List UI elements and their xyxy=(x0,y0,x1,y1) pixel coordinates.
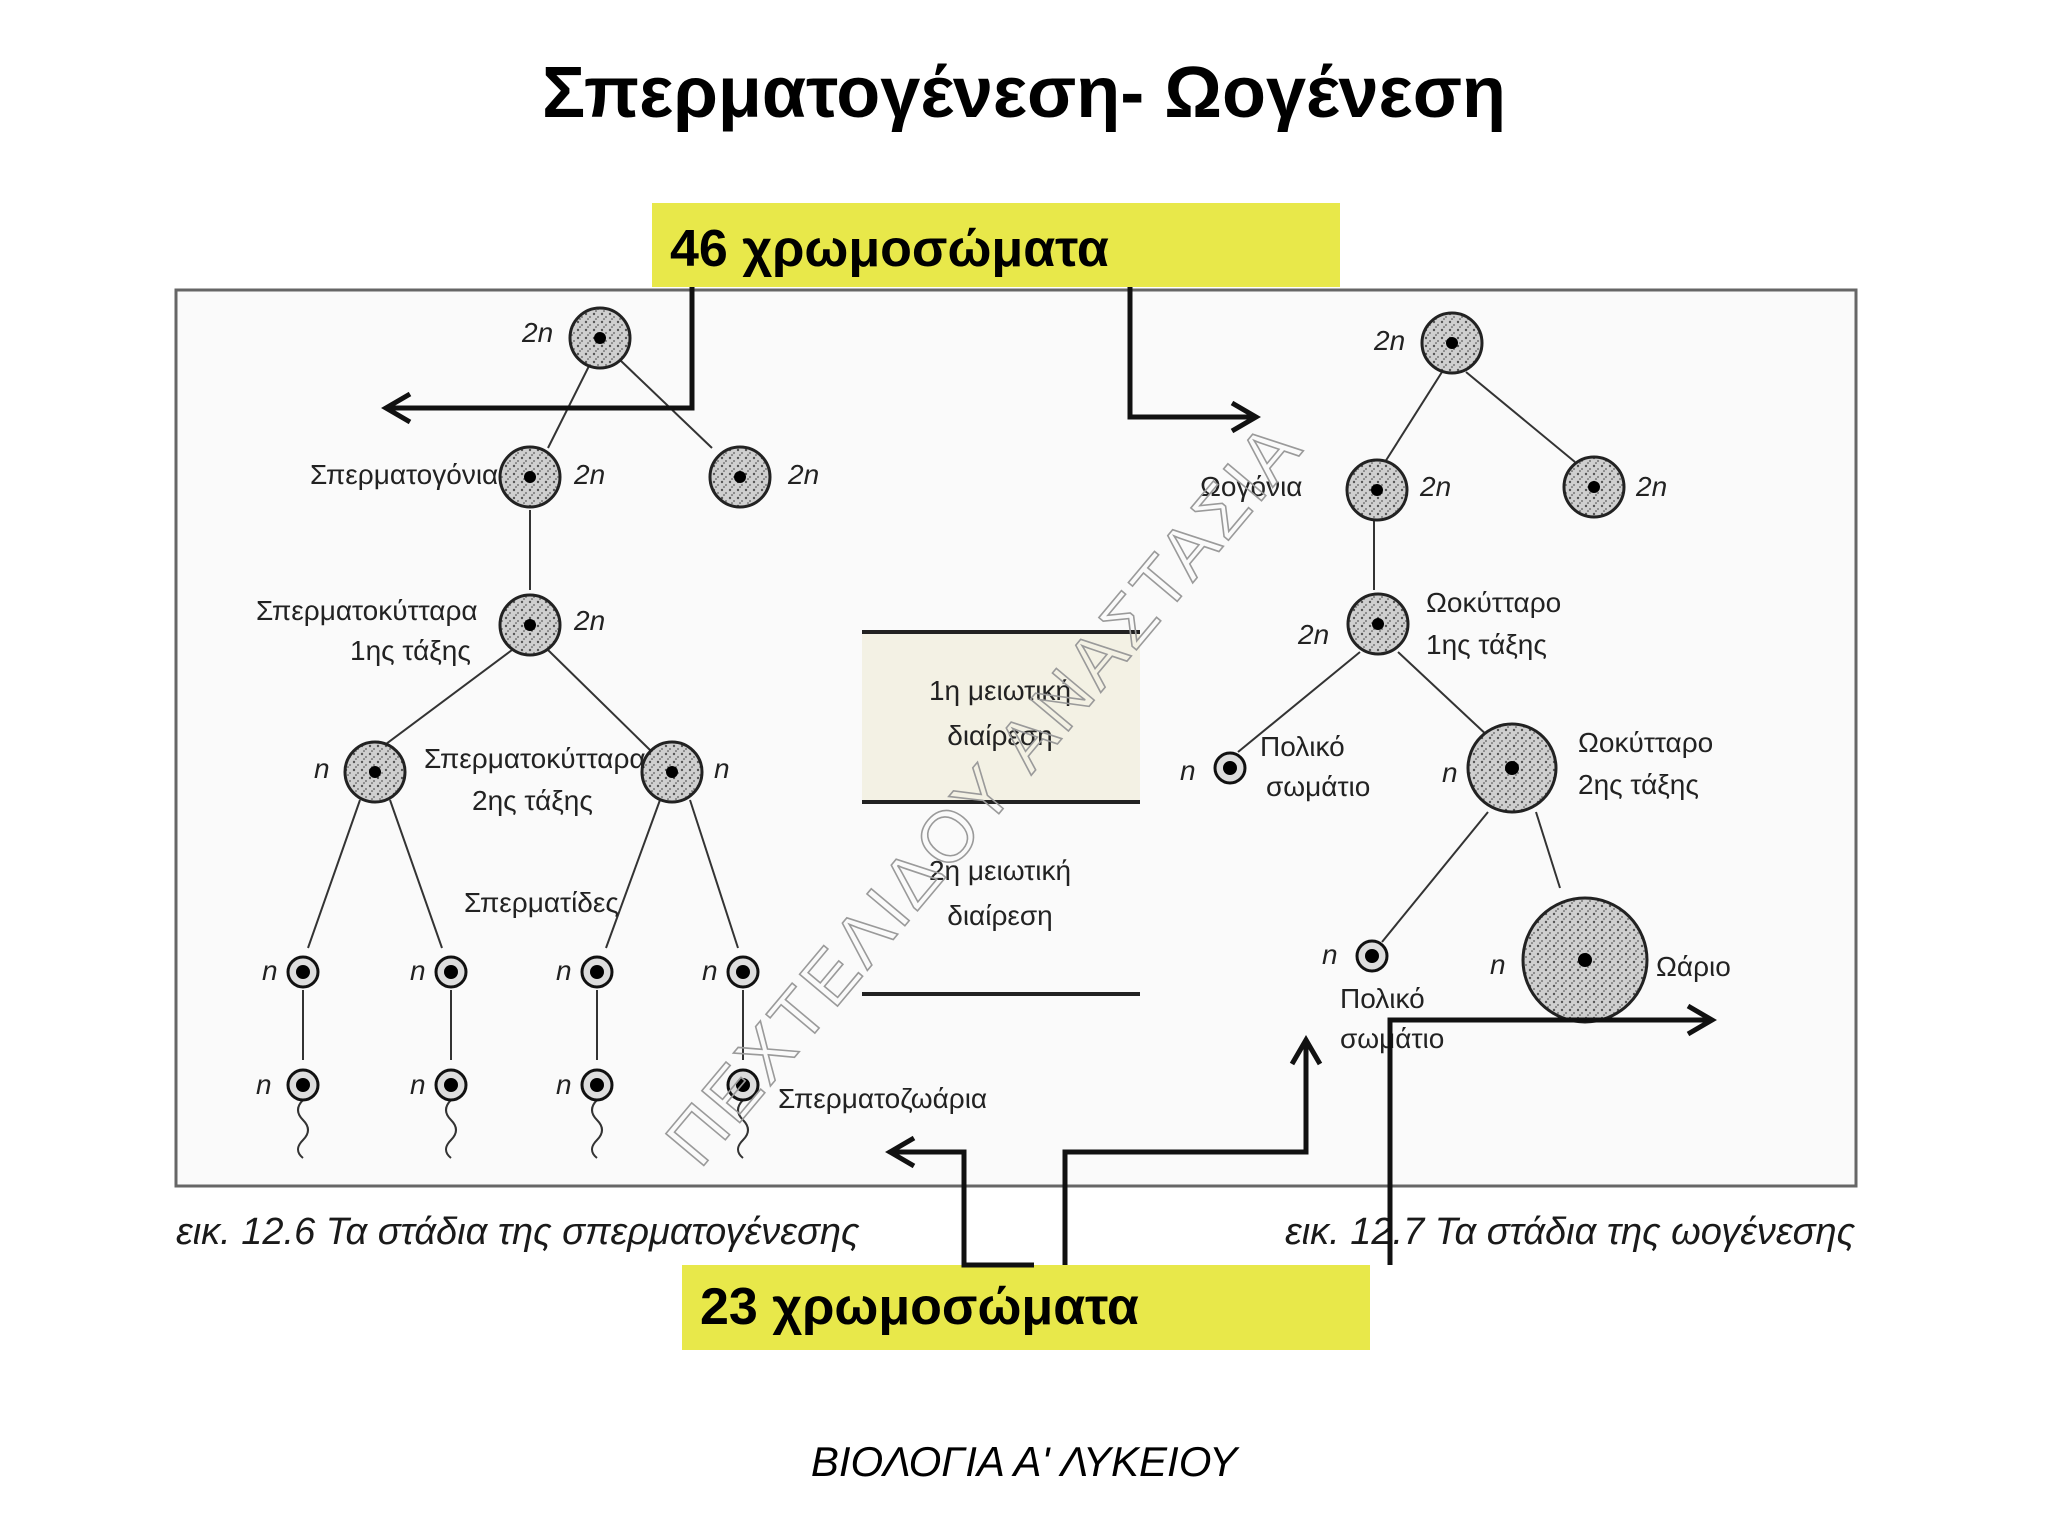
arrow-23-to-polar xyxy=(1062,1040,1309,1265)
course-footer: ΒΙΟΛΟΓΙΑ Α' ΛΥΚΕΙΟΥ xyxy=(810,1438,1238,1485)
arrow-23-to-ovum xyxy=(1387,1017,1712,1265)
spermatids-label: Σπερματίδες xyxy=(464,887,619,918)
spermatogenesis-labels: 2n Σπερματογόνια 2n 2n Σπερματοκύτταρα 1… xyxy=(256,317,987,1114)
ploidy-label: 2n xyxy=(1373,325,1405,356)
ploidy-label: n xyxy=(410,1069,426,1100)
page-title: Σπερματογένεση- Ωογένεση xyxy=(542,53,1506,133)
ploidy-label: n xyxy=(1490,949,1506,980)
ploidy-label: n xyxy=(1322,939,1338,970)
ploidy-label: 2n xyxy=(1419,471,1451,502)
meiosis-1-label-b: διαίρεση xyxy=(947,720,1052,751)
polar-body-1-label: Πολικό xyxy=(1260,731,1345,762)
ploidy-label: 2n xyxy=(1297,619,1329,650)
spermatogenesis-caption: εικ. 12.6 Τα στάδια της σπερματογένεσης xyxy=(176,1211,860,1253)
ploidy-label: 2n xyxy=(521,317,553,348)
secondary-oocyte-rank: 2ης τάξης xyxy=(1578,769,1699,800)
meiosis-2-label-b: διαίρεση xyxy=(947,900,1052,931)
oogenesis-tree xyxy=(1237,371,1576,943)
arrows-23 xyxy=(885,1003,1717,1268)
primary-spermatocyte-label: Σπερματοκύτταρα xyxy=(256,595,478,626)
primary-spermatocyte-rank: 1ης τάξης xyxy=(350,635,471,666)
spermatozoa-label: Σπερματοζωάρια xyxy=(778,1083,987,1114)
meiosis-2-label-a: 2η μειωτική xyxy=(929,855,1071,886)
ploidy-label: n xyxy=(1442,757,1458,788)
ploidy-label: n xyxy=(556,955,572,986)
arrow-46-to-sperm xyxy=(386,287,695,411)
primary-oocyte-label: Ωοκύτταρο xyxy=(1426,587,1561,618)
ploidy-label: n xyxy=(714,753,730,784)
oogenesis-labels: 2n Ωογόνια 2n 2n Ωοκύτταρο 1ης τάξης 2n … xyxy=(1180,325,1731,1054)
primary-oocyte-rank: 1ης τάξης xyxy=(1426,629,1547,660)
secondary-spermatocyte-rank: 2ης τάξης xyxy=(472,785,593,816)
arrows-46 xyxy=(381,287,1261,434)
oogenesis-caption: εικ. 12.7 Τα στάδια της ωογένεσης xyxy=(1285,1211,1856,1253)
ploidy-label: 2n xyxy=(573,459,605,490)
ploidy-label: n xyxy=(410,955,426,986)
ploidy-label: n xyxy=(702,955,718,986)
ploidy-label: n xyxy=(256,1069,272,1100)
meiosis-bands: 1η μειωτική διαίρεση 2η μειωτική διαίρεσ… xyxy=(862,630,1140,996)
ploidy-label: n xyxy=(1180,755,1196,786)
ploidy-label: n xyxy=(314,753,330,784)
sperm-cells xyxy=(286,306,772,1102)
secondary-spermatocyte-label: Σπερματοκύτταρα xyxy=(424,743,646,774)
ploidy-label: 2n xyxy=(787,459,819,490)
oogonia-label: Ωογόνια xyxy=(1200,471,1302,502)
ploidy-label: 2n xyxy=(573,605,605,636)
oogenesis-cells xyxy=(1213,311,1649,1024)
ploidy-label: 2n xyxy=(1635,471,1667,502)
arrow-23-to-sperm xyxy=(890,1149,1034,1268)
ploidy-label: n xyxy=(556,1069,572,1100)
polar-body-1-label-b: σωμάτιο xyxy=(1266,771,1370,802)
secondary-oocyte-label: Ωοκύτταρο xyxy=(1578,727,1713,758)
highlight-23-chromosomes: 23 χρωμοσώματα xyxy=(682,1265,1370,1350)
meiosis-1-label-a: 1η μειωτική xyxy=(929,675,1071,706)
arrow-46-to-oo xyxy=(1127,287,1256,420)
spermatozoa-row xyxy=(286,1068,760,1102)
ovum-label: Ωάριο xyxy=(1656,951,1731,982)
spermatid-row xyxy=(286,955,760,989)
polar-body-2-label: Πολικό xyxy=(1340,983,1425,1014)
spermatogonia-label: Σπερματογόνια xyxy=(310,459,498,490)
ploidy-label: n xyxy=(262,955,278,986)
spermatogenesis-tree xyxy=(297,359,749,1159)
highlight-46-chromosomes: 46 χρωμοσώματα xyxy=(652,203,1340,287)
